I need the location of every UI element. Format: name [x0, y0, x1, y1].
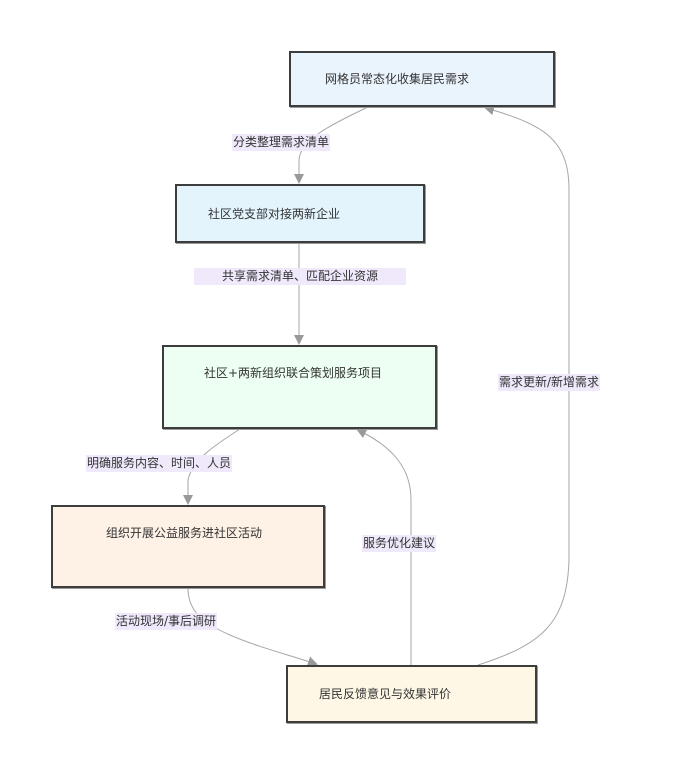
- edge-feedback-to-plan: [356, 429, 412, 665]
- edge-label-optimize: 服务优化建议: [362, 535, 437, 552]
- edge-label-survey: 活动现场/事后调研: [115, 613, 218, 630]
- node-label: 社区+两新组织联合策划服务项目: [204, 366, 383, 380]
- edge-label-classify: 分类整理需求清单: [232, 134, 331, 151]
- edge-activity-to-feedback: [187, 587, 318, 667]
- node-label: 社区党支部对接两新企业: [208, 207, 341, 221]
- edge-label-define-service: 明确服务内容、时间、人员: [86, 455, 233, 472]
- edge-feedback-to-collect: [477, 105, 570, 666]
- edge-label-update-needs: 需求更新/新增需求: [498, 374, 601, 391]
- node-joint-planning: 社区+两新组织联合策划服务项目: [162, 345, 437, 429]
- node-feedback-evaluation: 居民反馈意见与效果评价: [286, 665, 537, 723]
- node-service-activity: 组织开展公益服务进社区活动: [51, 505, 325, 588]
- node-label: 居民反馈意见与效果评价: [319, 687, 452, 701]
- node-party-branch-connect: 社区党支部对接两新企业: [175, 184, 425, 243]
- node-collect-needs: 网格员常态化收集居民需求: [289, 51, 555, 107]
- node-label: 组织开展公益服务进社区活动: [106, 526, 263, 540]
- node-label: 网格员常态化收集居民需求: [325, 72, 470, 86]
- edge-label-share-match: 共享需求清单、匹配企业资源: [194, 268, 406, 285]
